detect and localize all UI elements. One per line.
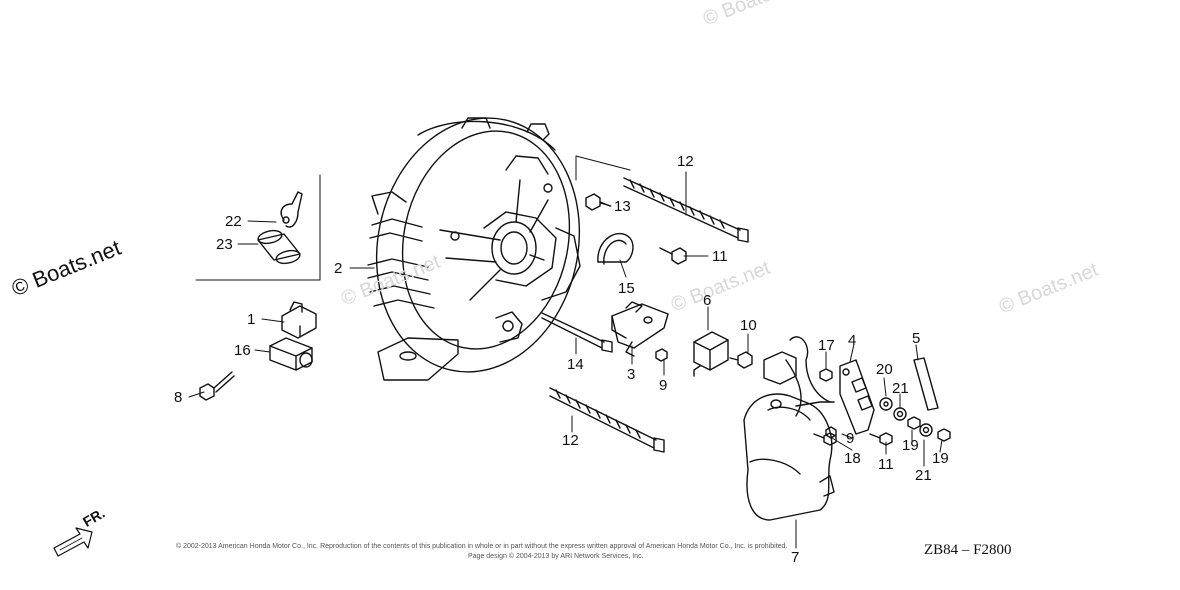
brush-16 [269, 337, 313, 371]
callout-12-upper: 12 [677, 153, 694, 170]
callout-4: 4 [848, 332, 857, 349]
generator-housing [367, 117, 581, 381]
callout-9-right: 9 [846, 430, 855, 447]
callout-21-upper: 21 [892, 380, 909, 397]
insulator-5 [913, 357, 939, 411]
callout-5: 5 [912, 330, 921, 347]
bolt-13 [585, 193, 611, 211]
callout-9-left: 9 [659, 377, 668, 394]
diagram-code: ZB84 – F2800 [924, 542, 1012, 558]
callout-2: 2 [334, 260, 343, 277]
callout-21-lower: 21 [915, 467, 932, 484]
callout-7: 7 [791, 549, 800, 566]
copyright-line: Page design © 2004-2013 by ARI Network S… [468, 553, 644, 560]
callout-18: 18 [844, 450, 861, 467]
tube-23 [257, 229, 301, 265]
brush-holder-1 [281, 301, 317, 339]
callout-11-upper: 11 [712, 248, 728, 265]
callout-14: 14 [567, 356, 584, 373]
callout-12-lower: 12 [562, 432, 579, 449]
callout-3: 3 [627, 366, 636, 383]
callout-22: 22 [225, 213, 242, 230]
long-bolt-lower [549, 387, 665, 453]
callout-23: 23 [216, 236, 233, 253]
callout-10: 10 [740, 317, 757, 334]
callout-13: 13 [614, 198, 631, 215]
bolt-9-right [825, 426, 837, 439]
end-cover-7 [743, 336, 835, 521]
callout-15: 15 [618, 280, 635, 297]
callout-6: 6 [703, 292, 712, 309]
bolt-11-upper [659, 247, 687, 265]
bolt-9-left [655, 348, 668, 362]
copyright-line: © 2002-2013 American Honda Motor Co., In… [176, 543, 788, 550]
bracket-3 [611, 301, 669, 357]
callout-8: 8 [174, 389, 183, 406]
callout-11-lower: 11 [878, 456, 894, 473]
regulator-6 [693, 331, 729, 377]
callout-16: 16 [234, 342, 251, 359]
washers-nuts [869, 397, 951, 446]
screw-18 [813, 432, 837, 446]
callout-19-right: 19 [932, 450, 949, 467]
bolt-14 [541, 312, 613, 353]
clip-22 [280, 191, 303, 228]
callout-20: 20 [876, 361, 893, 378]
callout-1: 1 [247, 311, 256, 328]
screw-17 [819, 368, 833, 382]
rectifier-4 [839, 359, 875, 435]
front-direction-arrow [53, 527, 93, 557]
bolt-8 [199, 371, 235, 401]
clamp-15 [597, 232, 634, 265]
callout-19-left: 19 [902, 437, 919, 454]
callout-17: 17 [818, 337, 835, 354]
long-bolt-upper [623, 177, 749, 243]
bolt-10 [729, 351, 753, 369]
